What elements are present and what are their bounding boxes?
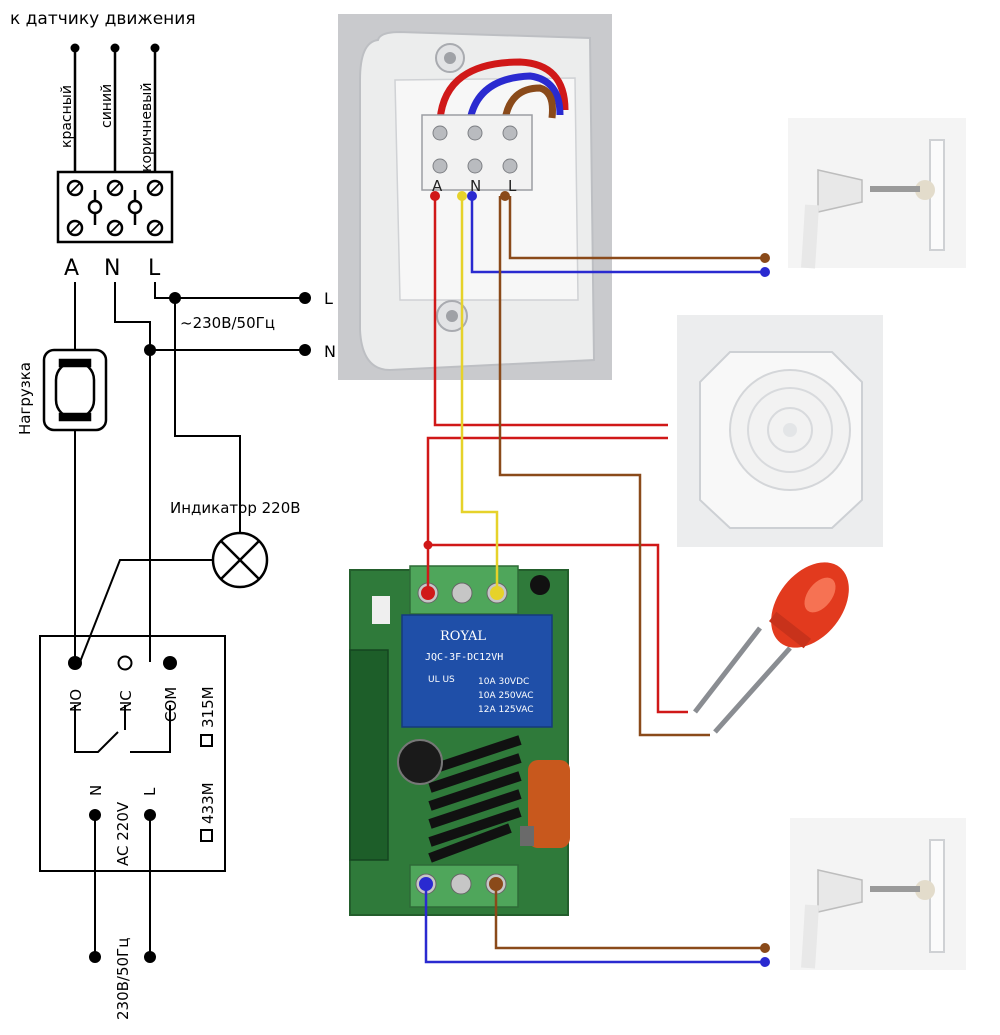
sensor-title: к датчику движения — [10, 9, 196, 29]
supply-label-voltage: 230В/50Гц — [114, 938, 132, 1020]
wire-blue-top — [470, 196, 765, 274]
freq-label-433: 433M — [199, 782, 217, 824]
relay-rating-2: 10A 250VAC — [478, 691, 534, 701]
freq-label-315: 315M — [199, 686, 217, 728]
junction-box-photo: A N L — [338, 14, 612, 380]
relay-rating-3: 12A 125VAC — [478, 705, 534, 715]
terminal-block — [56, 170, 174, 244]
wire-yellow-n-relay — [460, 196, 499, 593]
wire-label-red: красный — [59, 85, 75, 148]
schematic-junctions — [89, 292, 311, 963]
sensor-lead-dots — [70, 43, 160, 53]
contact-label-nc: NC — [117, 690, 135, 712]
plug-photo-bottom — [790, 818, 966, 970]
wire-red-a-sensor — [433, 196, 668, 427]
relay-contacts — [68, 655, 177, 671]
mains-label-n: N — [324, 342, 336, 361]
terminal-label-n: N — [104, 256, 120, 281]
wire-red-led — [428, 543, 688, 714]
colored-wires — [424, 196, 765, 964]
supply-label-l: L — [141, 787, 159, 796]
relay-pcb-photo: ROYAL JQC-3F-DC12VH UL US 10A 30VDC 10A … — [349, 565, 570, 916]
sensor-leads — [73, 44, 157, 175]
mains-spec: ~230В/50Гц — [180, 314, 275, 332]
antenna-coil — [428, 735, 522, 863]
relay-cert: UL US — [428, 675, 455, 685]
photo-label-a: A — [432, 177, 443, 195]
wire-blue-bottom — [424, 884, 765, 964]
photo-label-n: N — [470, 177, 481, 195]
led-photo — [693, 562, 849, 734]
indicator-label: Индикатор 220В — [170, 499, 301, 517]
indicator-lamp — [211, 531, 269, 589]
plug-photo-top — [788, 118, 966, 269]
wire-label-blue: синий — [99, 84, 115, 128]
load-label: Нагрузка — [16, 362, 34, 435]
wire-brown-led — [498, 196, 710, 737]
checkbox-433 — [200, 829, 213, 842]
terminal-label-l: L — [148, 256, 161, 281]
relay-rating-1: 10A 30VDC — [478, 677, 529, 687]
supply-label-n: N — [87, 785, 105, 796]
wire-label-brown: коричневый — [139, 83, 155, 172]
wire-brown-top — [508, 196, 765, 260]
contact-label-com: COM — [162, 687, 180, 722]
photo-label-l: L — [508, 177, 517, 195]
relay-module-box — [39, 635, 226, 872]
schematic-wires — [74, 282, 305, 955]
relay-model: JQC-3F-DC12VH — [425, 652, 503, 663]
load-symbol — [42, 348, 108, 432]
supply-label-ac: AC 220V — [114, 801, 132, 866]
mains-label-l: L — [324, 289, 333, 308]
motion-sensor-photo — [677, 315, 883, 547]
terminal-label-a: A — [64, 256, 79, 281]
checkbox-315 — [200, 734, 213, 747]
relay-brand: ROYAL — [440, 629, 486, 644]
wire-brown-bottom — [494, 884, 765, 950]
contact-label-no: NO — [67, 689, 85, 712]
wire-endpoints — [419, 191, 770, 967]
